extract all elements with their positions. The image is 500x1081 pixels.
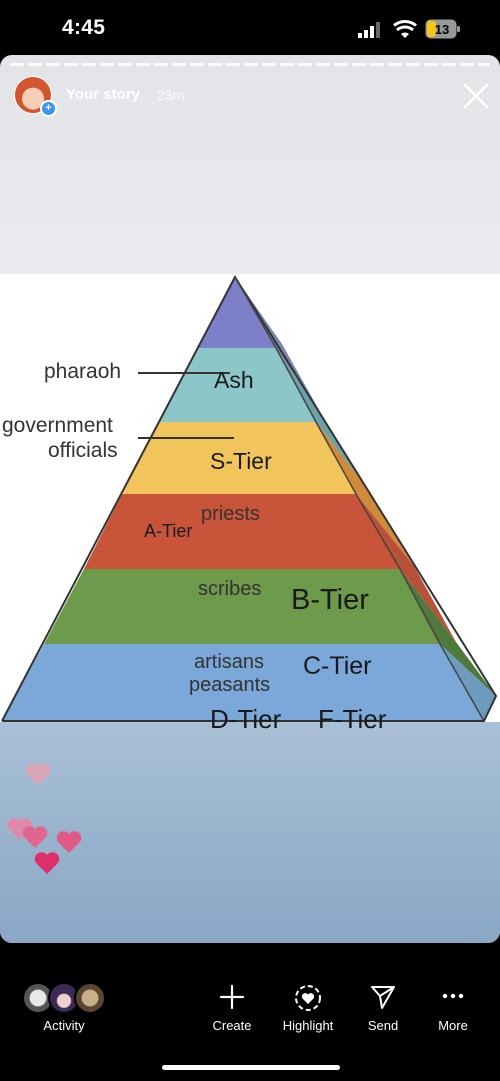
tier-ash: Ash (214, 367, 254, 393)
wifi-icon (393, 20, 417, 38)
tier-f: F-Tier (318, 704, 387, 734)
heart-icon (7, 818, 33, 840)
tier-c: C-Tier (303, 652, 372, 680)
label-government: government (2, 414, 113, 437)
create-button[interactable]: Create (212, 1018, 252, 1033)
tier-b: B-Tier (291, 584, 369, 616)
story-background-bottom (0, 722, 500, 943)
heart-icon (25, 763, 51, 785)
add-story-icon[interactable]: + (40, 100, 57, 117)
heart-icon (56, 831, 82, 853)
pyramid-diagram (1, 274, 498, 722)
highlight-button[interactable]: Highlight (282, 1018, 334, 1033)
label-officials: officials (48, 439, 118, 462)
label-priests: priests (201, 503, 260, 525)
highlight-icon[interactable] (293, 983, 323, 1013)
story-username[interactable]: Your story (66, 86, 140, 103)
tier-a: A-Tier (144, 521, 193, 541)
pyramid-image: pharaoh government officials Ash S-Tier … (0, 274, 500, 734)
more-icon[interactable] (441, 992, 465, 1000)
signal-icon (358, 22, 380, 38)
more-button[interactable]: More (438, 1018, 468, 1033)
battery-level: 13 (435, 22, 449, 37)
close-icon[interactable] (462, 82, 490, 110)
story-timestamp: 23m (157, 87, 185, 103)
send-button[interactable]: Send (367, 1018, 399, 1033)
tier-s: S-Tier (210, 448, 272, 474)
label-scribes: scribes (198, 578, 262, 600)
story-viewer[interactable]: + Your story 23m pharaoh (0, 55, 500, 943)
label-artisans: artisans (194, 651, 265, 673)
home-indicator[interactable] (162, 1065, 340, 1070)
battery-icon: 13 (425, 19, 460, 39)
label-pharaoh: pharaoh (44, 360, 122, 383)
viewer-avatar[interactable] (74, 982, 106, 1014)
heart-icon (22, 826, 48, 848)
heart-icon (34, 852, 60, 874)
status-bar: 4:45 13 (0, 0, 500, 55)
send-icon[interactable] (369, 983, 397, 1011)
plus-icon[interactable] (219, 984, 245, 1010)
activity-button[interactable]: Activity (43, 1018, 85, 1033)
label-peasants-visible: peasants (189, 674, 271, 696)
tier-d: D-Tier (210, 704, 282, 734)
story-progress-bar (10, 63, 490, 66)
status-time: 4:45 (62, 16, 106, 39)
